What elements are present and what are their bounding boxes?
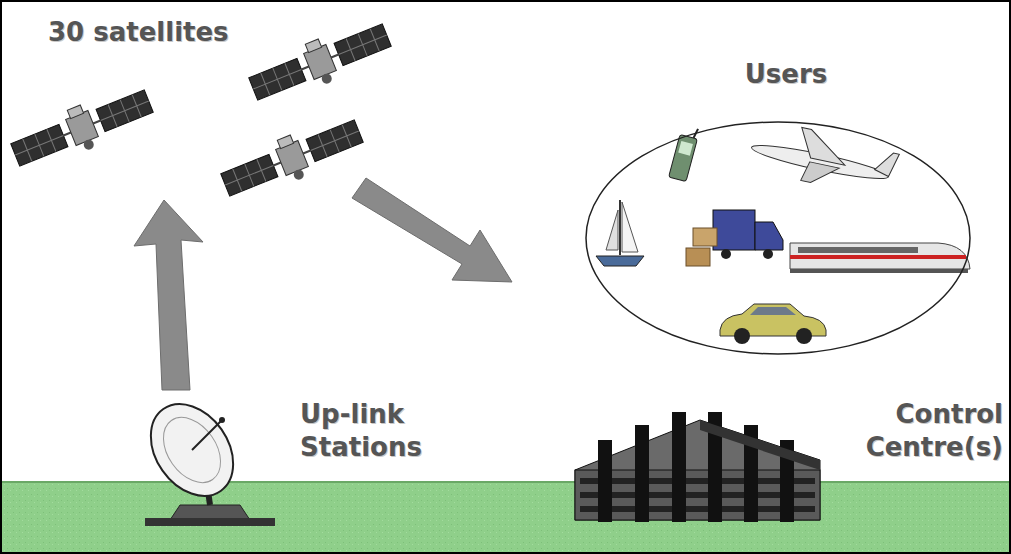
users-ellipse: Users [578, 58, 994, 358]
control-building [575, 412, 820, 522]
group-heading: Users [578, 58, 994, 91]
satellite [217, 111, 367, 207]
satellites-label: 30 satellites [48, 16, 229, 49]
control-label: Control Centre(s) [823, 398, 1003, 463]
user-icons [596, 118, 970, 344]
uplink-dish [134, 388, 275, 526]
uplink-arrow [134, 200, 203, 390]
satellite [7, 81, 157, 177]
satellite [245, 15, 395, 111]
downlink-arrow [352, 178, 512, 282]
ellipse-outline [578, 58, 978, 358]
ground [0, 482, 1011, 554]
station-label: Up-link Stations [300, 398, 480, 463]
